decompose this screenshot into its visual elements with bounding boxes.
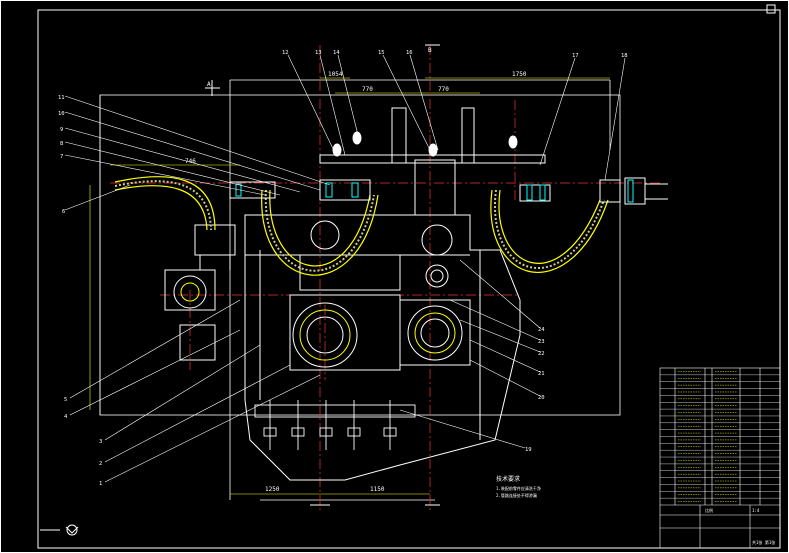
hose-lines xyxy=(114,176,609,276)
leader-label: 20 xyxy=(538,395,545,401)
scale-label: 比例 xyxy=(705,507,713,513)
leader-label: 17 xyxy=(572,53,579,59)
inspection-port xyxy=(310,220,453,288)
valve-caps xyxy=(332,131,518,157)
leader-lines xyxy=(64,54,626,483)
leader-label: 19 xyxy=(525,447,532,453)
leader-label: 21 xyxy=(538,371,545,377)
leader-label: 5 xyxy=(64,397,67,403)
dim-top-small: 1054 xyxy=(328,71,343,78)
technical-notes: 技术要求 1.装配前零件应清洗干净 2.管路连接处不得渗漏 xyxy=(496,475,541,498)
notes-line-2: 2.管路连接处不得渗漏 xyxy=(496,492,537,498)
title-block-cells xyxy=(678,371,737,502)
notes-title: 技术要求 xyxy=(496,475,520,483)
leader-label: 4 xyxy=(64,414,68,420)
leader-label: 3 xyxy=(99,439,102,445)
dim-bottom-right: 1150 xyxy=(370,486,385,493)
leader-label: 11 xyxy=(58,95,65,101)
section-marks xyxy=(205,44,440,506)
scale-value: 1:4 xyxy=(752,508,760,513)
leader-label: 8 xyxy=(60,141,63,147)
leader-label: 22 xyxy=(538,351,545,357)
leader-label: 12 xyxy=(282,50,289,56)
dim-top-right: 1750 xyxy=(512,71,527,78)
leader-label: 14 xyxy=(333,50,340,56)
dimension-lines xyxy=(89,77,610,495)
left-pump xyxy=(164,224,236,361)
center-lines xyxy=(110,45,660,510)
leader-label: 2 xyxy=(99,461,102,467)
corner-mark xyxy=(766,4,780,14)
dim-top-b: 770 xyxy=(438,86,449,93)
leader-label: 9 xyxy=(60,127,63,133)
frame-lines xyxy=(99,79,621,501)
title-block-rows xyxy=(660,374,780,499)
dim-left-horiz: 746 xyxy=(185,158,196,165)
leader-label: 15 xyxy=(378,50,385,56)
title-block xyxy=(659,367,781,549)
leader-label: 13 xyxy=(315,50,322,56)
leader-label: 7 xyxy=(60,154,63,160)
leader-label: 10 xyxy=(58,111,65,117)
leader-label: 24 xyxy=(538,327,545,333)
section-mark-a: A xyxy=(207,81,211,88)
leader-label: 18 xyxy=(621,53,628,59)
hose-fill xyxy=(114,180,605,272)
pipe-fittings xyxy=(229,107,668,216)
leader-label: 16 xyxy=(406,50,413,56)
mounting-bolts xyxy=(254,400,416,450)
projection-symbol xyxy=(40,524,79,536)
leader-label: 23 xyxy=(538,339,545,345)
leader-labels: 12 13 14 15 16 17 18 11 10 9 8 7 6 5 4 3… xyxy=(58,50,628,487)
notes-line-1: 1.装配前零件应清洗干净 xyxy=(496,485,541,491)
section-mark-b: B xyxy=(428,47,432,54)
dim-bottom-left: 1250 xyxy=(265,486,280,493)
output-flange-right xyxy=(407,305,463,361)
output-flange-left xyxy=(292,302,358,368)
leader-label: 1 xyxy=(99,481,102,487)
gearbox-housing xyxy=(244,214,521,481)
sheet-number: 共1张 第1张 xyxy=(752,539,775,545)
leader-label: 6 xyxy=(62,209,65,215)
dim-top-a: 770 xyxy=(362,86,373,93)
